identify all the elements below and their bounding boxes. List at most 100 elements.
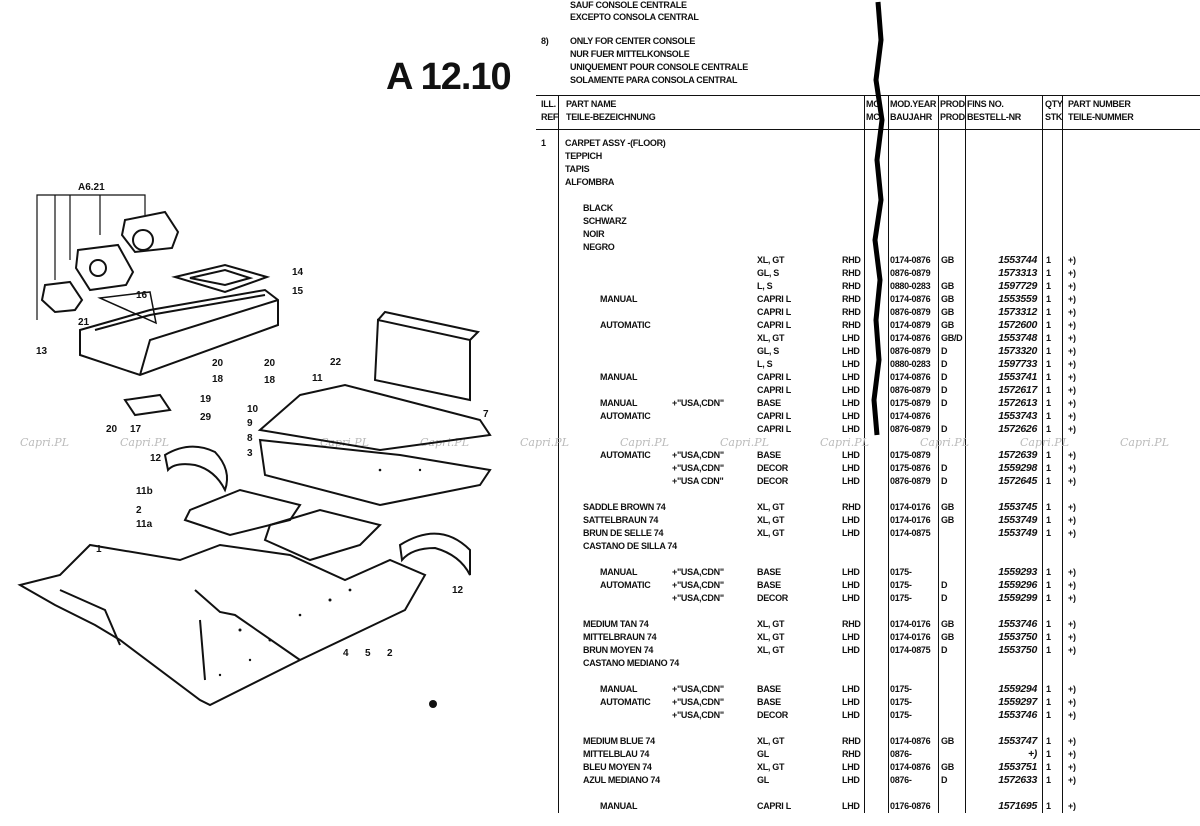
cell-model: CAPRI L [757,372,791,382]
cell-qty: 1 [1046,502,1051,512]
cell-option: +"USA,CDN" [672,710,724,720]
cell-model: BASE [757,398,781,408]
cell-mod-year: 0175-0879 [890,450,931,460]
callout-label: 3 [247,448,253,459]
cell-prod: GB [941,320,954,330]
cell-part-number: +) [1068,385,1076,395]
cell-part-number: +) [1068,372,1076,382]
cell-fins-no: 1553559 [998,293,1037,305]
callout-label: 13 [36,346,48,357]
cell-qty: 1 [1046,567,1051,577]
cell-qty: 1 [1046,476,1051,486]
cell-qty: 1 [1046,515,1051,525]
note-line: ONLY FOR CENTER CONSOLE [570,36,696,46]
cell-model: DECOR [757,593,789,603]
cell-prod: GB/D [941,333,963,343]
header-ill: ILL. [541,99,556,109]
cell-fins-no: 1559298 [998,462,1037,474]
cell-part-name: CARPET ASSY -(FLOOR) [565,138,666,148]
callout-label: 9 [247,418,253,429]
cell-qty: 1 [1046,268,1051,278]
cell-fins-no: 1559293 [998,566,1037,578]
cell-qty: 1 [1046,411,1051,421]
cell-drive: LHD [842,567,860,577]
cell-qty: 1 [1046,359,1051,369]
cell-color: MITTELBRAUN 74 [583,632,657,642]
cell-fins-no: 1553750 [998,631,1037,643]
cell-model: BASE [757,697,781,707]
cell-option: +"USA,CDN" [672,684,724,694]
cell-mod-year: 0174-0876 [890,411,931,421]
cell-mod-year: 0876-0879 [890,385,931,395]
cell-prod: D [941,645,948,655]
header-mc-de: MC [866,112,880,122]
cell-fins-no: 1573312 [998,306,1037,318]
cell-color: SCHWARZ [583,216,627,226]
cell-mod-year: 0880-0283 [890,281,931,291]
cell-model: L, S [757,359,773,369]
cell-part-name: TEPPICH [565,151,602,161]
table-row: TAPIS [0,163,1200,176]
cell-drive: LHD [842,697,860,707]
diagram-speckle [218,468,437,708]
watermark-text: Capri.PL [1020,436,1069,449]
cell-model: CAPRI L [757,320,791,330]
cell-part-name: TAPIS [565,164,590,174]
header-baujahr: BAUJAHR [890,112,932,122]
watermark-text: Capri.PL [120,436,169,449]
cell-part-number: +) [1068,645,1076,655]
note-line: UNIQUEMENT POUR CONSOLE CENTRALE [570,62,748,72]
cell-mod-year: 0175- [890,567,912,577]
header-part-number: PART NUMBER [1068,99,1131,109]
watermark-text: Capri.PL [820,436,869,449]
cell-drive: LHD [842,372,860,382]
callout-label: 1 [96,544,102,555]
cell-part-number: +) [1068,736,1076,746]
cell-mod-year: 0176-0876 [890,801,931,811]
cell-model: BASE [757,567,781,577]
cell-option: +"USA,CDN" [672,593,724,603]
header-part-name: PART NAME [566,99,617,109]
cell-part-number: +) [1068,697,1076,707]
callout-label: 17 [130,424,142,435]
cell-model: CAPRI L [757,424,791,434]
cell-mod-year: 0876-0879 [890,268,931,278]
cell-fins-no: 1559294 [998,683,1037,695]
cell-drive: RHD [842,307,861,317]
cell-mod-year: 0174-0176 [890,632,931,642]
cell-model: DECOR [757,463,789,473]
cell-fins-no: 1553750 [998,644,1037,656]
cell-color: AZUL MEDIANO 74 [583,775,660,785]
cell-prod: GB [941,294,954,304]
cell-drive: LHD [842,762,860,772]
cell-qty: 1 [1046,424,1051,434]
cell-color: BLACK [583,203,613,213]
cell-model: L, S [757,281,773,291]
cell-mod-year: 0876- [890,775,912,785]
cell-qty: 1 [1046,775,1051,785]
callout-label: 2 [136,505,142,516]
cell-fins-no: 1597729 [998,280,1037,292]
header-stk: STK [1045,112,1063,122]
callout-label: 20 [106,424,118,435]
cell-transmission: AUTOMATIC [600,580,651,590]
cell-qty: 1 [1046,333,1051,343]
cell-fins-no: 1553741 [998,371,1037,383]
cell-part-number: +) [1068,359,1076,369]
table-row: CASTANO MEDIANO 74 [0,657,1200,670]
